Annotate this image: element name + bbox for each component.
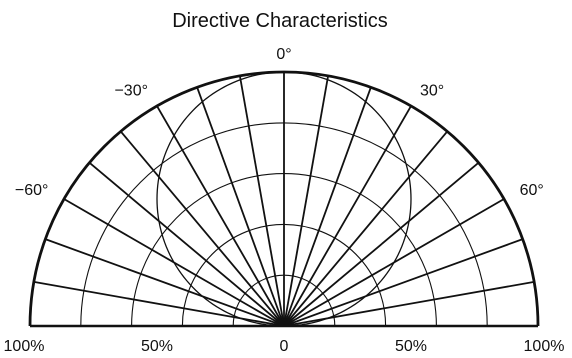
grid-spoke [283, 75, 329, 327]
radial-label: 100% [524, 338, 565, 355]
grid-spoke [196, 87, 285, 327]
polar-grid [28, 70, 540, 328]
angle-label: 0° [276, 46, 291, 63]
radial-label: 50% [395, 338, 427, 355]
chart-title: Directive Characteristics [172, 10, 388, 32]
grid-spoke [120, 130, 285, 327]
radial-label: 0 [280, 338, 289, 355]
angle-label: −30° [114, 82, 148, 99]
grid-spoke [283, 87, 372, 327]
grid-spoke [283, 162, 480, 327]
radial-label: 50% [141, 338, 173, 355]
grid-spoke [45, 238, 285, 327]
grid-spoke [283, 105, 412, 327]
radial-label: 100% [4, 338, 45, 355]
grid-spoke [88, 162, 285, 327]
angle-label: −60° [15, 182, 49, 199]
grid-spoke [239, 75, 285, 327]
grid-spoke [156, 105, 285, 327]
pattern-curve [156, 71, 412, 327]
grid-spoke [283, 130, 448, 327]
angle-label: 60° [520, 182, 544, 199]
pattern-curves [156, 71, 412, 327]
grid-spoke [283, 238, 523, 327]
axis-labels: −60° −30° 0° 30° 60° 100% 50% 0 50% 100% [4, 46, 565, 355]
angle-label: 30° [420, 82, 444, 99]
